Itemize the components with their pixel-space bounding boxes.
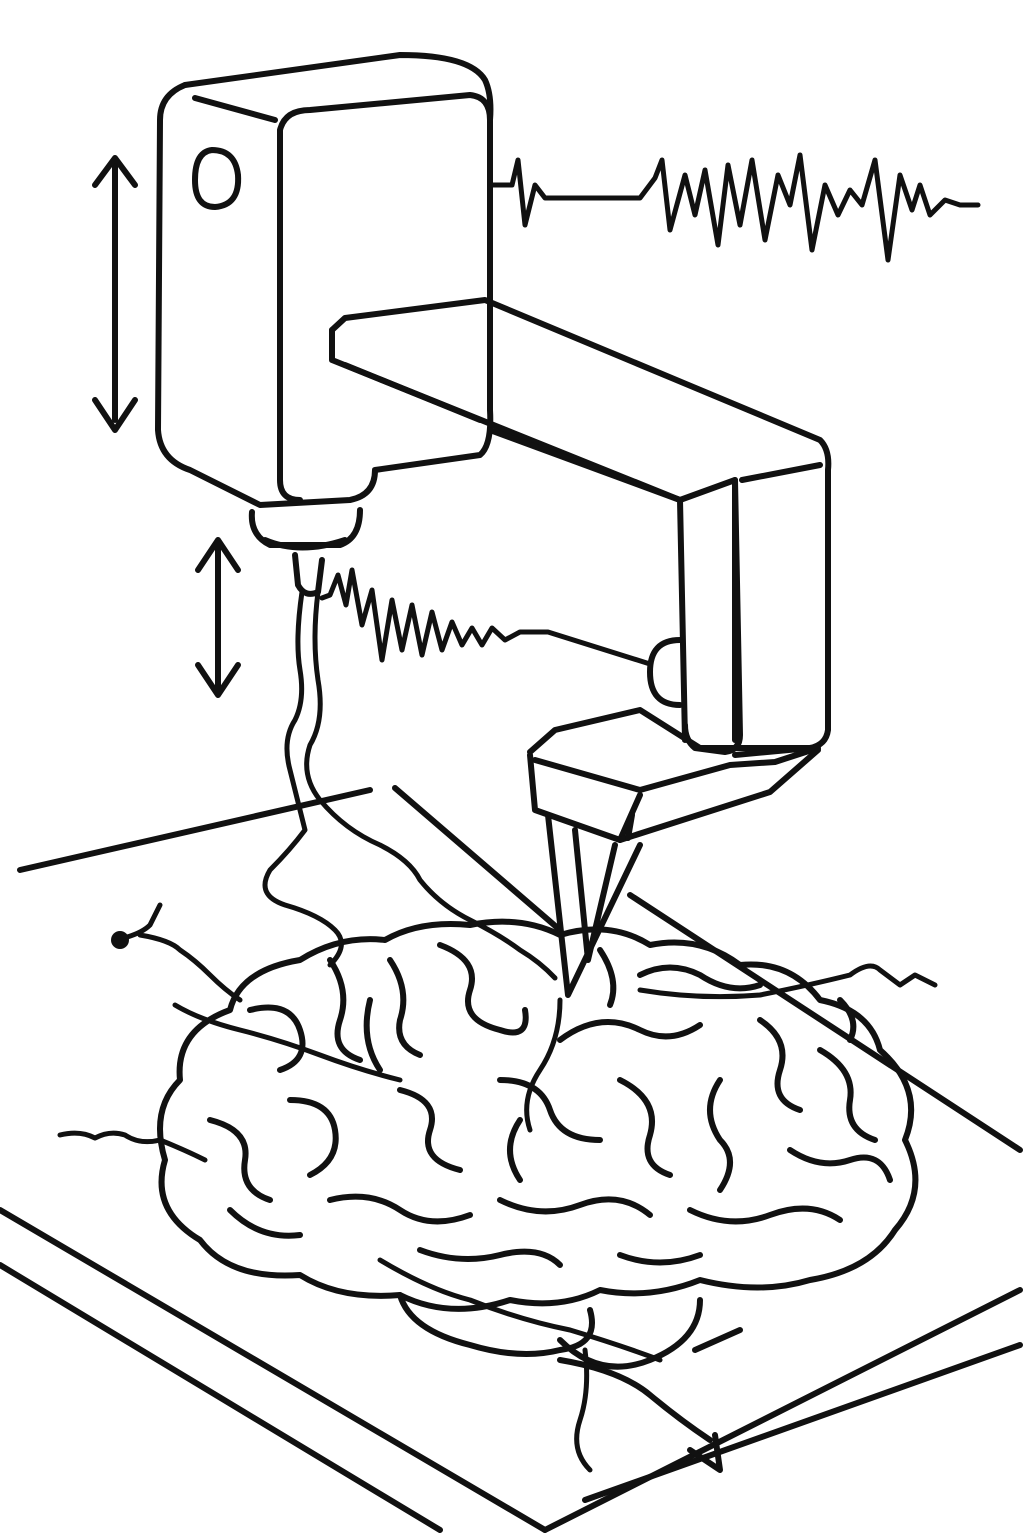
nozzle-collar-bottom [262,537,348,551]
wire-right-down [524,997,563,1133]
device-nozzle [248,507,363,597]
probe-needle [545,812,643,998]
arm-inner-edge [342,362,483,423]
joint-knob [647,637,683,708]
housing-front-face [277,92,493,503]
table-inner-line-1 [0,1262,443,1533]
probe-head [527,707,821,998]
motion-arrow-curve [557,1357,713,1443]
brain-fold [637,964,763,992]
table-inner-line-3 [692,1327,743,1353]
brain-outline [157,918,919,1312]
cable-right-strand [304,589,558,981]
brain-fold [617,1252,703,1266]
table-back-edge-right [392,785,563,933]
device-housing [155,52,494,508]
arm-inner-edge-2 [487,427,688,743]
housing-top-face [182,52,494,303]
probe-head-bottom [617,747,821,843]
upper-waveform-trace [489,152,981,263]
brain-wires [57,902,938,1473]
nozzle-tip [292,552,325,597]
brain-fold [837,997,857,1043]
wire-stem-tail [574,1347,593,1473]
double-headed-arrow-icon [195,537,241,698]
brain [157,918,919,1370]
upper-signal-waveform [489,152,981,263]
upper-arrow-head-bottom [92,397,138,433]
column-front-face [682,477,743,755]
table-inner-line-2 [582,1342,1023,1503]
brain-fold [707,1077,733,1193]
wire-lower-cross [377,1257,663,1363]
brain-fold [687,1205,843,1225]
platform-table [0,785,1023,1533]
lower-arrow-head-bottom [195,662,241,698]
column-right-face [732,467,831,758]
brain-fold [327,957,363,1063]
brain-fold [227,1207,303,1239]
brain-fold [617,1077,673,1178]
brain-fold [247,1004,306,1073]
housing-back-face [155,82,494,508]
brain-fold [497,1196,653,1218]
brain-fold [287,1097,339,1178]
table-right-edge [627,892,1023,1153]
wire-left-tail [57,1130,208,1163]
motion-arrow-head [687,1432,723,1473]
table-front-right-edge [542,1287,1023,1533]
table-front-edge [0,1207,548,1533]
upper-arrow-head-top [92,155,138,188]
tether-cable [262,589,558,981]
brain-fold [437,942,529,1036]
brain-fold [817,1047,878,1143]
lower-waveform-trace [319,567,653,667]
curved-arrow-icon [557,1357,723,1473]
table-back-edge [17,787,373,873]
probe-head-top [527,707,821,793]
wire-end-dot [111,931,129,949]
arm-top-face [329,297,832,473]
brain-fold [507,1117,523,1183]
column-top-seam [739,462,823,483]
brain-fold [417,1247,563,1268]
probe-head-side-notch [625,812,635,841]
brain-fold [327,1193,473,1225]
circle-outline-icon [192,147,242,210]
brain-fold [787,1147,893,1183]
lower-signal-waveform [319,567,653,667]
brain-fold [363,997,383,1073]
brain-fold [497,1077,603,1143]
probe-needle-inner [572,827,618,963]
wire-left-branch [112,902,243,1003]
brain-fold [757,1017,803,1113]
brain-fold [557,1019,703,1043]
cable-left-strand [262,589,344,968]
wire-left-cross [172,1002,403,1083]
arm-front-face [329,327,738,743]
brain-fold [387,957,423,1058]
wire-right-branch [637,963,938,1000]
brain-fold [207,1117,273,1203]
lower-arrow-head-top [195,537,241,573]
brain-fold [397,1087,463,1173]
brain-fold [597,947,617,1008]
brain-stem [397,1292,595,1357]
double-headed-arrow-icon [92,155,138,433]
probe-arm [329,297,832,758]
housing-top-seam [192,95,278,123]
